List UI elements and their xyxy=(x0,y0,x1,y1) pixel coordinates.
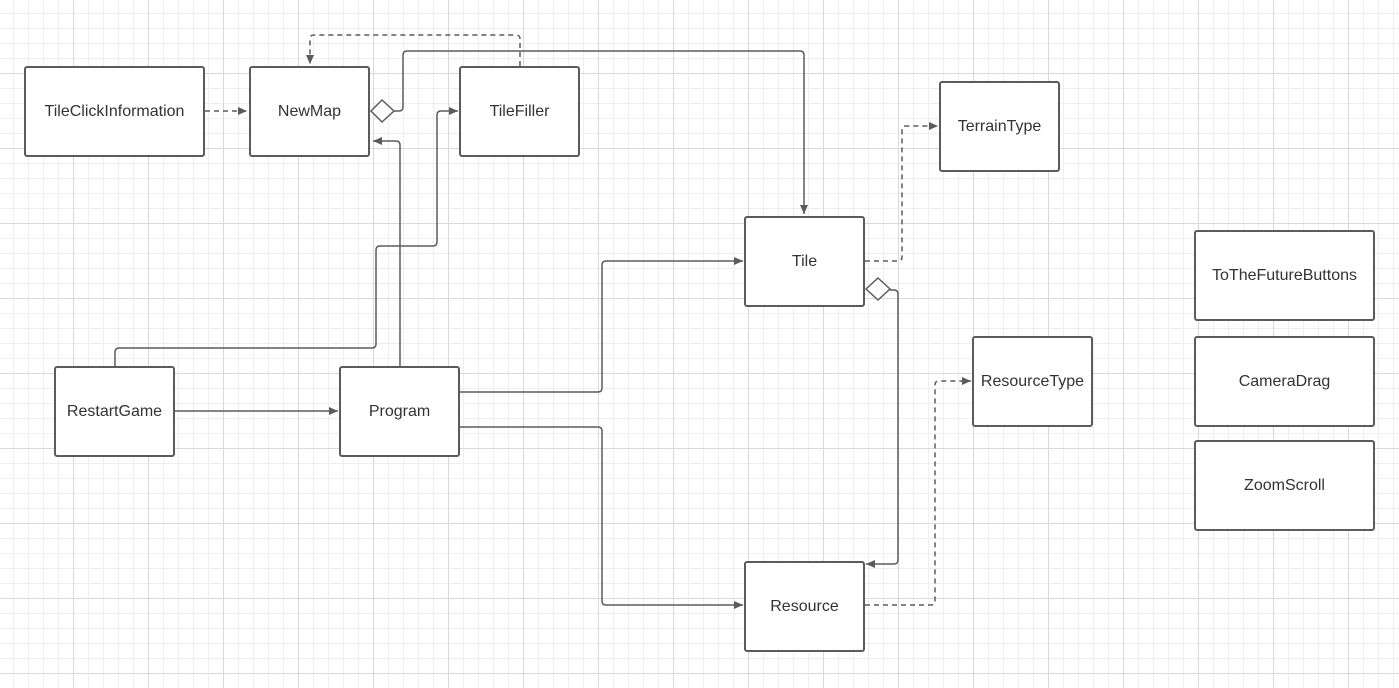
class-label: TileClickInformation xyxy=(44,102,185,120)
class-box-zoom-scroll[interactable]: ZoomScroll xyxy=(1194,440,1375,531)
edge-tilefiller-to-newmap xyxy=(306,34,521,66)
class-label: ResourceType xyxy=(980,372,1085,390)
edge-program-to-newmap xyxy=(373,137,401,366)
edge-newmap-to-tile xyxy=(394,50,808,214)
class-label: ToTheFutureButtons xyxy=(1212,266,1357,284)
class-box-resource[interactable]: Resource xyxy=(744,561,865,652)
class-box-tile-click-information[interactable]: TileClickInformation xyxy=(24,66,205,157)
class-box-terrain-type[interactable]: TerrainType xyxy=(939,81,1060,172)
aggregation-diamond-newmap xyxy=(369,98,396,124)
class-label: ZoomScroll xyxy=(1244,476,1325,494)
class-label: NewMap xyxy=(277,102,342,120)
edge-program-to-resource xyxy=(460,426,743,609)
class-label: CameraDrag xyxy=(1238,372,1331,390)
class-label: Resource xyxy=(770,597,839,615)
edge-resource-to-resourcetype xyxy=(865,377,971,606)
class-box-new-map[interactable]: NewMap xyxy=(249,66,370,157)
class-label: Tile xyxy=(791,252,818,270)
edge-restartgame-to-tilefiller xyxy=(114,107,458,366)
class-box-restart-game[interactable]: RestartGame xyxy=(54,366,175,457)
class-label: Program xyxy=(368,402,431,420)
class-box-to-the-future-buttons[interactable]: ToTheFutureButtons xyxy=(1194,230,1375,321)
class-box-program[interactable]: Program xyxy=(339,366,460,457)
class-box-camera-drag[interactable]: CameraDrag xyxy=(1194,336,1375,427)
aggregation-diamond-tile xyxy=(864,276,892,302)
class-box-resource-type[interactable]: ResourceType xyxy=(972,336,1093,427)
class-box-tile[interactable]: Tile xyxy=(744,216,865,307)
class-box-tile-filler[interactable]: TileFiller xyxy=(459,66,580,157)
class-label: TerrainType xyxy=(957,117,1042,135)
edge-tile-to-resource xyxy=(866,289,899,568)
edge-tile-to-terraintype xyxy=(865,122,938,262)
class-label: TileFiller xyxy=(489,102,550,120)
edge-program-to-tile xyxy=(460,257,743,393)
class-label: RestartGame xyxy=(66,402,163,420)
